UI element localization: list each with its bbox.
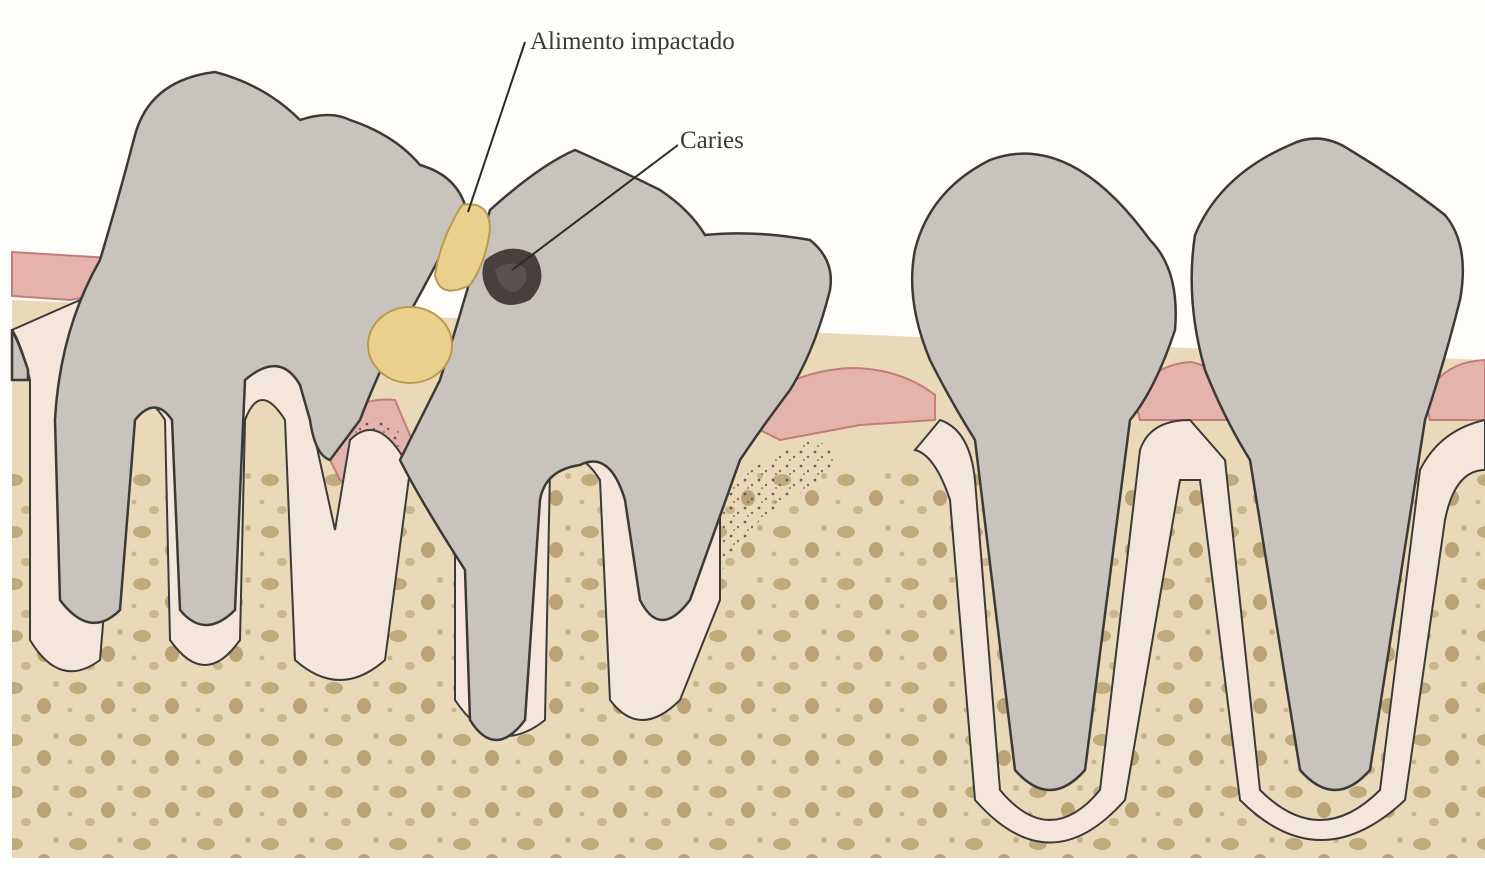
- impacted-food-label: Alimento impactado: [530, 28, 735, 55]
- caries-label: Caries: [680, 127, 744, 154]
